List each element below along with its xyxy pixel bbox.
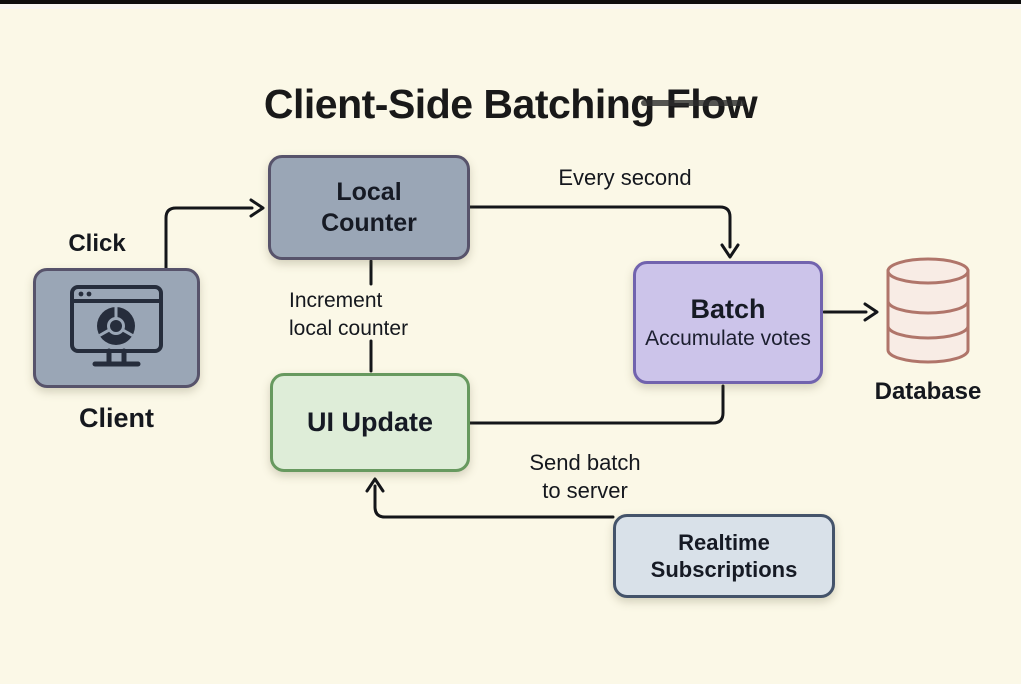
- send-batch-edge-label: Send batch to server: [529, 450, 641, 503]
- database-cylinder-icon: [886, 257, 970, 364]
- database-body: [886, 269, 970, 364]
- edge-client-to-local-counter: [164, 206, 254, 271]
- database-ring-1: [886, 300, 970, 315]
- top-border-bar: [0, 0, 1021, 4]
- node-local-counter: Local Counter: [268, 155, 470, 260]
- edge-local-counter-to-batch: [468, 205, 732, 249]
- realtime-label: Realtime Subscriptions: [650, 530, 798, 582]
- chrome-browser-monitor-icon: [69, 285, 163, 367]
- local-counter-label: Local Counter: [321, 177, 417, 237]
- database-top: [886, 257, 970, 285]
- database-ring-2: [886, 325, 970, 340]
- node-realtime-subscriptions: Realtime Subscriptions: [613, 514, 835, 598]
- client-label: Client: [78, 403, 154, 433]
- arrowhead-into-database: [863, 302, 879, 322]
- click-edge-label: Click: [68, 230, 126, 257]
- node-ui-update: UI Update: [270, 373, 470, 472]
- arrowhead-into-ui-update: [365, 477, 385, 493]
- every-second-edge-label: Every second: [558, 165, 692, 190]
- title-underline-artifact: [641, 100, 745, 106]
- edge-ui-update-to-batch: [468, 384, 725, 425]
- node-batch: Batch Accumulate votes: [633, 261, 823, 384]
- batch-title: Batch: [690, 294, 766, 324]
- top-light-strip: [0, 4, 1021, 9]
- batch-subtitle: Accumulate votes: [645, 327, 811, 350]
- arrowhead-into-local-counter: [249, 198, 265, 218]
- database-label: Database: [874, 378, 982, 405]
- ui-update-label: UI Update: [306, 407, 433, 437]
- arrowhead-into-batch: [720, 243, 740, 259]
- increment-edge-label: Increment local counter: [289, 289, 409, 340]
- chrome-logo-icon: [96, 307, 135, 345]
- node-client: [33, 268, 200, 388]
- edge-realtime-to-ui-update: [373, 484, 615, 519]
